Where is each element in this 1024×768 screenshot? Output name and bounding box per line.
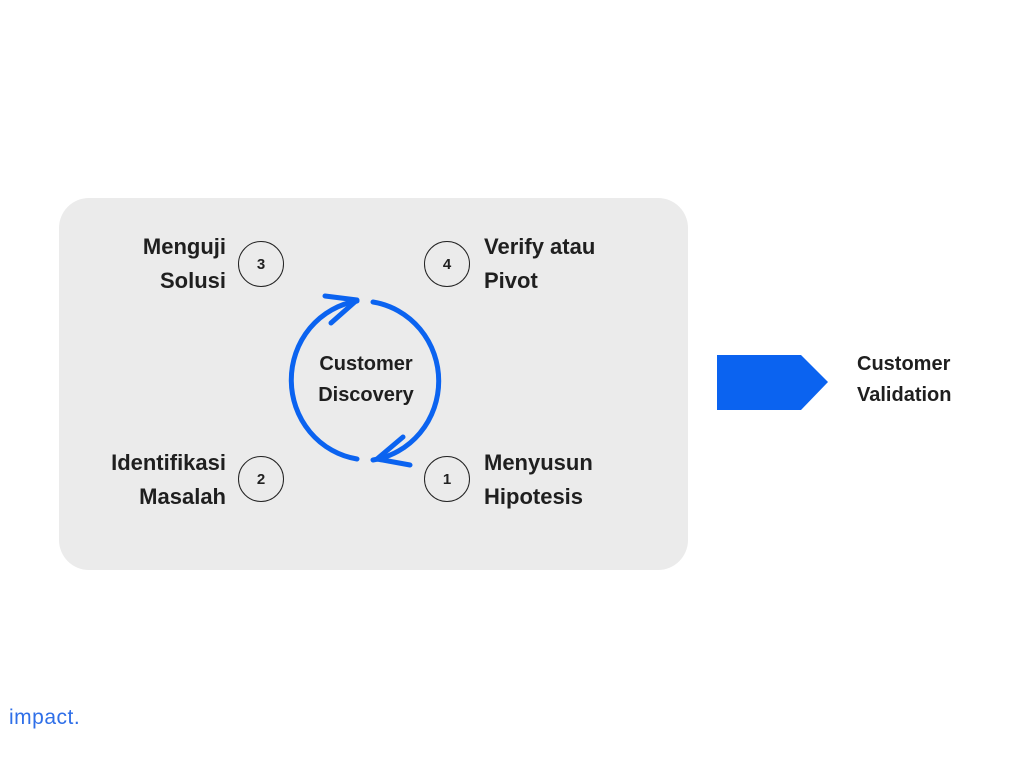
step-3-label: Menguji Solusi <box>142 234 226 293</box>
cycle-arc-left <box>288 298 360 462</box>
step-4-number: 4 <box>424 241 470 287</box>
step-2-label: Identifikasi Masalah <box>111 450 226 509</box>
customer-discovery-panel <box>59 198 688 570</box>
cycle-center-label: Customer Discovery <box>318 353 414 406</box>
next-stage-arrow-icon <box>717 355 828 410</box>
step-1-number: 1 <box>424 456 470 502</box>
cycle-arrowhead-top <box>322 293 360 326</box>
step-1-label: Menyusun Hipotesis <box>484 450 593 509</box>
step-2-number: 2 <box>238 456 284 502</box>
cycle-arc-right <box>370 299 442 463</box>
next-stage-label: Customer Validation <box>857 353 952 406</box>
cycle-arrowhead-bottom <box>374 434 413 468</box>
brand-logo: impact. <box>9 706 81 729</box>
step-3-number: 3 <box>238 241 284 287</box>
step-4-label: Verify atau Pivot <box>484 234 596 293</box>
